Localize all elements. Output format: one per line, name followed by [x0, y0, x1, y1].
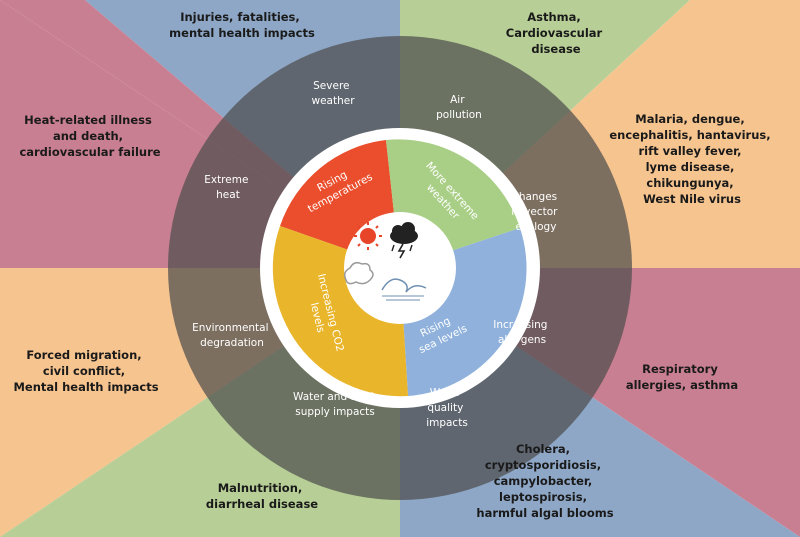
impact-waterborne-diseases: Cholera, cryptosporidiosis, campylobacte… — [476, 442, 613, 520]
ring-increasing-allergens: Increasing allergens — [493, 319, 551, 346]
wave-icon — [381, 278, 427, 301]
sun-icon — [354, 222, 382, 250]
drivers — [272, 139, 527, 397]
ring-environmental-degradation: Environmental degradation — [192, 322, 272, 349]
ring-vector-ecology: Changes in vector ecology — [511, 191, 561, 233]
ring-severe-weather: Severe weather — [311, 80, 355, 107]
impact-asthma-cardiovascular: Asthma, Cardiovascular disease — [506, 10, 606, 56]
impact-forced-migration: Forced migration, civil conflict, Mental… — [13, 348, 158, 394]
ring-water-food-supply: Water and food supply impacts — [293, 391, 377, 418]
smoke-cloud-icon — [343, 261, 374, 285]
storm-cloud-icon — [390, 222, 418, 259]
impact-injuries: Injuries, fatalities, mental health impa… — [169, 10, 315, 40]
impact-malnutrition: Malnutrition, diarrheal disease — [206, 481, 318, 511]
impact-heat-illness: Heat-related illness and death, cardiova… — [19, 113, 160, 159]
ring-extreme-heat: Extreme heat — [204, 174, 252, 201]
ring-air-pollution: Air pollution — [436, 94, 482, 121]
impact-vector-diseases: Malaria, dengue, encephalitis, hantaviru… — [609, 112, 774, 206]
ring-water-quality: Water quality impacts — [426, 387, 468, 429]
impact-respiratory-allergies: Respiratory allergies, asthma — [626, 362, 738, 392]
